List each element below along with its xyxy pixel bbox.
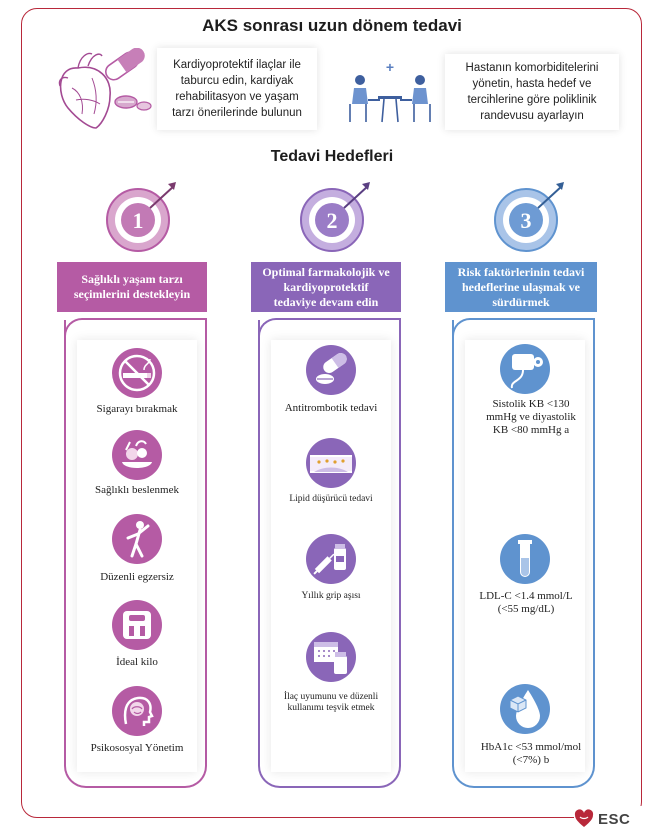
item-label: Antitrombotik tedavi	[284, 402, 378, 414]
no-smoking-icon	[112, 348, 162, 398]
goal-1-banner: Sağlıklı yaşam tarzı seçimlerini destekl…	[57, 262, 207, 312]
blood-pressure-monitor-icon	[500, 344, 550, 394]
item-label: Yıllık grip aşısı	[301, 591, 361, 601]
discharge-advice-box: Kardiyoprotektif ilaçlar ile taburcu edi…	[157, 48, 317, 130]
svg-text:+: +	[386, 60, 394, 75]
target-1-icon: 1	[106, 182, 176, 252]
item-label: Sigarayı bırakmak	[96, 403, 178, 415]
syringe-vial-icon	[306, 534, 356, 584]
item-label: İdeal kilo	[116, 656, 158, 668]
column-1-frame	[64, 320, 207, 788]
column-2-frame	[258, 320, 401, 788]
glucose-drop-icon	[500, 684, 550, 734]
section-title: Tedavi Hedefleri	[270, 148, 394, 165]
item-label: Düzenli egzersiz	[100, 571, 174, 583]
consultation-icon: +	[349, 60, 431, 123]
svg-text:3: 3	[521, 208, 532, 233]
brain-head-icon	[112, 686, 162, 736]
target-2-icon: 2	[300, 182, 370, 252]
item-label: Sağlıklı beslenmek	[94, 484, 179, 496]
item-label: İlaç uyumunu ve düzenli kullanımı teşvik…	[283, 692, 379, 713]
goal-3-banner: Risk faktörlerinin tedavi hedeflerine ul…	[445, 262, 597, 312]
healthy-food-icon	[112, 430, 162, 480]
weight-scale-icon	[112, 600, 162, 650]
esc-heart-icon	[574, 809, 594, 827]
item-label: Lipid düşürücü tedavi	[289, 494, 373, 504]
item-label: HbA1c <53 mmol/mol (<7%) b	[480, 741, 582, 766]
item-label: Psikososyal Yönetim	[90, 742, 184, 754]
svg-text:2: 2	[327, 208, 338, 233]
exercise-icon	[112, 514, 162, 564]
goal-2-banner: Optimal farmakolojik ve kardiyoprotektif…	[251, 262, 401, 312]
heart-pills-icon	[58, 48, 152, 129]
item-label: Sistolik KB <130 mmHg ve diyastolik KB <…	[486, 398, 576, 436]
esc-logo: ESC	[574, 806, 644, 832]
column-3-frame	[452, 320, 595, 788]
pills-icon	[306, 345, 356, 395]
comorbidity-management-box: Hastanın komorbiditelerini yönetin, hast…	[445, 54, 619, 130]
esc-logo-text: ESC	[598, 810, 631, 828]
test-tube-icon	[500, 534, 550, 584]
outer-frame	[21, 8, 642, 818]
page-title: AKS sonrası uzun dönem tedavi	[202, 16, 462, 35]
artery-plaque-icon	[306, 438, 356, 488]
svg-text:1: 1	[133, 208, 144, 233]
target-3-icon: 3	[494, 182, 564, 252]
calendar-medicine-icon	[306, 632, 356, 682]
item-label: LDL-C <1.4 mmol/L (<55 mg/dL)	[479, 590, 573, 615]
